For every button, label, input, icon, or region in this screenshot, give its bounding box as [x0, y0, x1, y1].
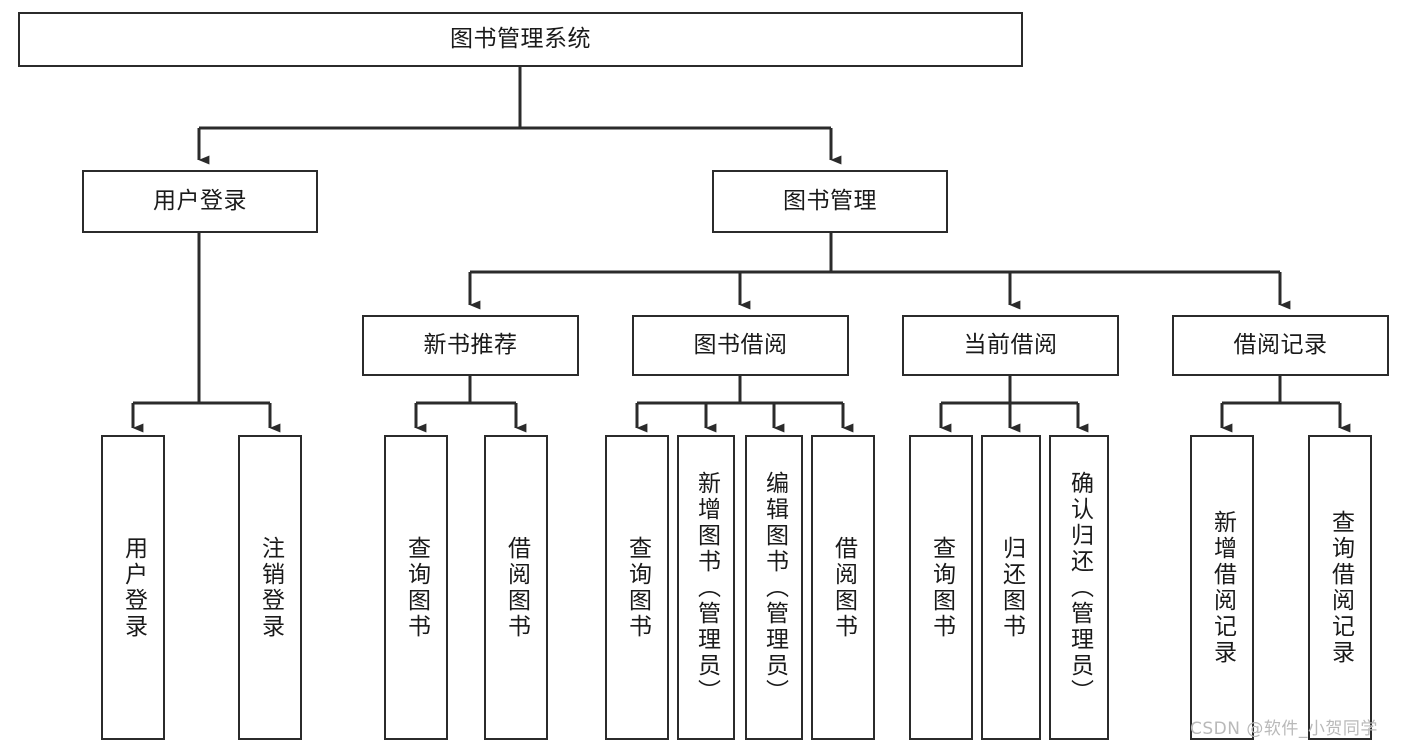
leaf-book-borrow-edit-book-label: 编辑图书（管理员）: [761, 470, 788, 705]
leaf-current-borrow-query-book[interactable]: 查询图书: [909, 435, 973, 740]
node-user-login[interactable]: 用户登录: [82, 170, 318, 233]
node-new-book-recommend[interactable]: 新书推荐: [362, 315, 579, 376]
node-root-label: 图书管理系统: [450, 25, 591, 52]
leaf-current-borrow-return-book[interactable]: 归还图书: [981, 435, 1041, 740]
node-root-book-management-system[interactable]: 图书管理系统: [18, 12, 1023, 67]
leaf-current-borrow-query-book-label: 查询图书: [928, 535, 955, 640]
leaf-user-login-login-label: 用户登录: [120, 535, 147, 640]
node-book-borrow-label: 图书借阅: [693, 331, 788, 358]
node-borrow-record[interactable]: 借阅记录: [1172, 315, 1389, 376]
leaf-current-borrow-confirm-return-label: 确认归还（管理员）: [1066, 470, 1093, 705]
leaf-book-borrow-edit-book[interactable]: 编辑图书（管理员）: [745, 435, 803, 740]
leaf-book-borrow-add-book-label: 新增图书（管理员）: [693, 470, 720, 705]
leaf-borrow-record-add-record-label: 新增借阅记录: [1209, 509, 1236, 666]
leaf-book-borrow-query-book[interactable]: 查询图书: [605, 435, 669, 740]
leaf-current-borrow-confirm-return[interactable]: 确认归还（管理员）: [1049, 435, 1109, 740]
node-current-borrow[interactable]: 当前借阅: [902, 315, 1119, 376]
node-book-management-label: 图书管理: [783, 187, 877, 214]
leaf-book-borrow-add-book[interactable]: 新增图书（管理员）: [677, 435, 735, 740]
leaf-user-login-login[interactable]: 用户登录: [101, 435, 165, 740]
leaf-book-borrow-query-book-label: 查询图书: [624, 535, 651, 640]
leaf-borrow-record-add-record[interactable]: 新增借阅记录: [1190, 435, 1254, 740]
leaf-new-book-query-book[interactable]: 查询图书: [384, 435, 448, 740]
leaf-current-borrow-return-book-label: 归还图书: [998, 535, 1025, 640]
node-book-management[interactable]: 图书管理: [712, 170, 948, 233]
leaf-book-borrow-borrow-book[interactable]: 借阅图书: [811, 435, 875, 740]
leaf-new-book-borrow-book-label: 借阅图书: [503, 535, 530, 640]
node-user-login-label: 用户登录: [153, 187, 247, 214]
leaf-borrow-record-query-record[interactable]: 查询借阅记录: [1308, 435, 1372, 740]
leaf-book-borrow-borrow-book-label: 借阅图书: [830, 535, 857, 640]
node-borrow-record-label: 借阅记录: [1233, 331, 1328, 358]
leaf-new-book-query-book-label: 查询图书: [403, 535, 430, 640]
node-book-borrow[interactable]: 图书借阅: [632, 315, 849, 376]
node-new-book-recommend-label: 新书推荐: [423, 331, 518, 358]
leaf-borrow-record-query-record-label: 查询借阅记录: [1327, 509, 1354, 666]
leaf-new-book-borrow-book[interactable]: 借阅图书: [484, 435, 548, 740]
leaf-user-login-logout-label: 注销登录: [257, 535, 284, 640]
node-current-borrow-label: 当前借阅: [963, 331, 1058, 358]
leaf-user-login-logout[interactable]: 注销登录: [238, 435, 302, 740]
